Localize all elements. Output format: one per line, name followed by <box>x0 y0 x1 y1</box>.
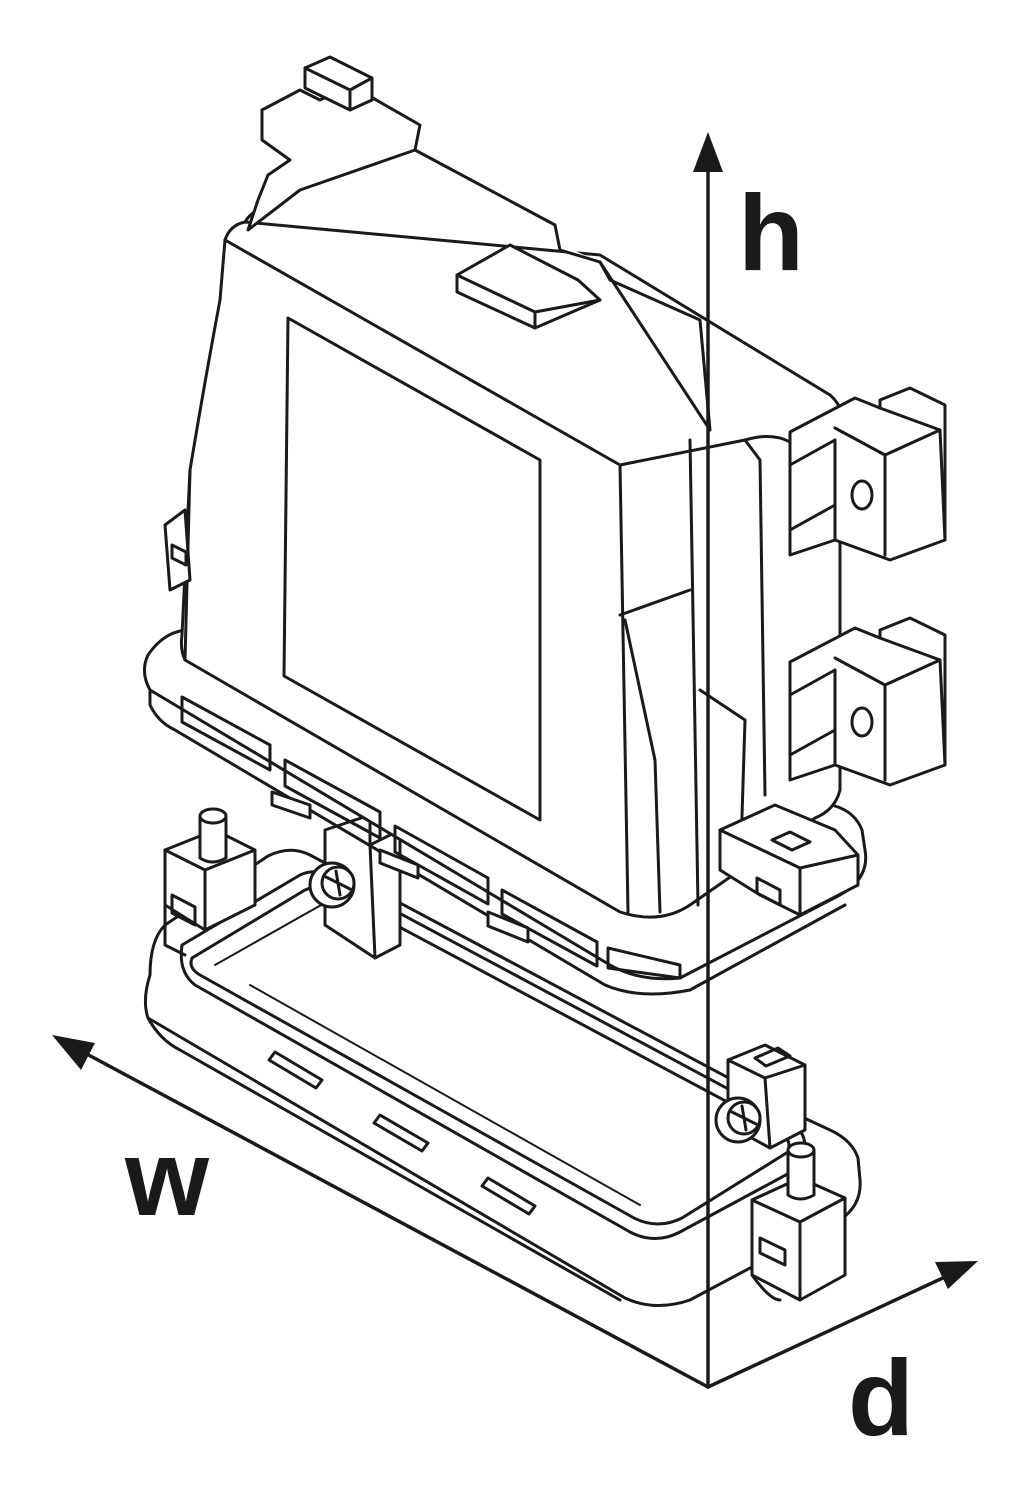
right-post <box>750 1141 847 1302</box>
depth-arrowhead <box>935 1261 978 1289</box>
right-screw-block <box>714 1043 807 1150</box>
width-axis <box>68 1043 710 1389</box>
depth-label: d <box>848 1337 914 1458</box>
width-arrowhead <box>52 1035 95 1070</box>
depth-axis <box>706 1268 962 1389</box>
dimension-axes <box>52 132 978 1389</box>
height-arrowhead <box>693 132 723 172</box>
upper-bracket <box>788 386 947 562</box>
width-label: w <box>124 1117 210 1238</box>
housing-clip <box>718 803 860 917</box>
lower-bracket <box>788 616 947 787</box>
height-label: h <box>738 172 804 293</box>
left-post <box>163 807 257 957</box>
upper-housing <box>143 55 868 996</box>
